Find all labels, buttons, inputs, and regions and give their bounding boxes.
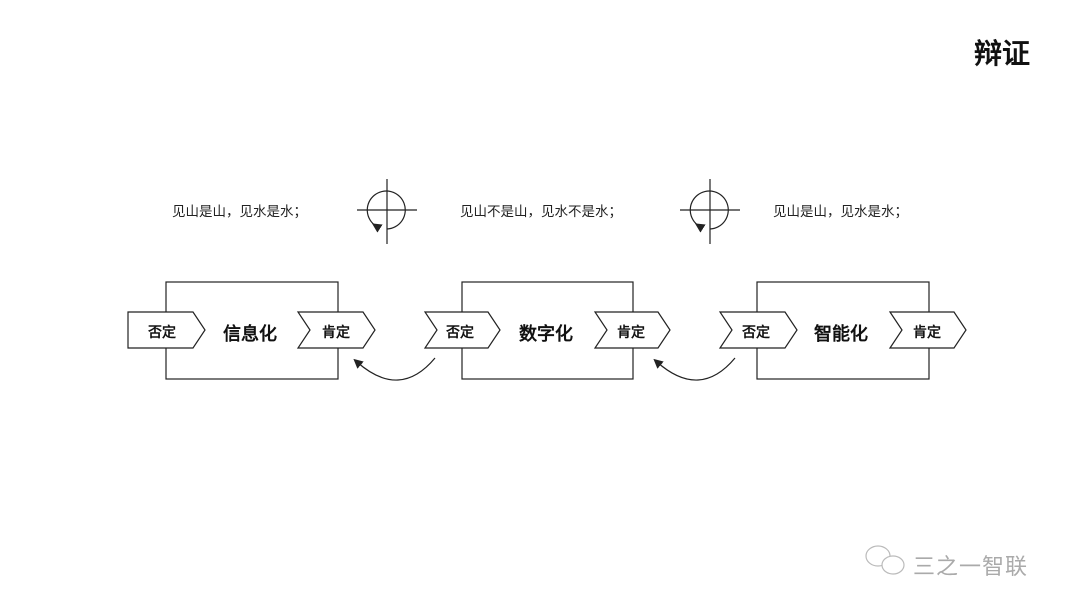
affirmation-label-2: 肯定 [617,325,645,341]
stage-name-1: 信息化 [223,324,277,345]
chevron-out-1 [296,311,376,349]
phrase-3: 见山是山，见水是水； [773,204,908,220]
chevron-in-3 [718,311,798,349]
chevron-out-2 [593,311,671,349]
affirmation-label-3: 肯定 [913,325,941,341]
phrase-1: 见山是山，见水是水； [172,204,307,220]
affirmation-label-1: 肯定 [322,325,350,341]
negation-label-2: 否定 [446,325,474,341]
curved-arrow-1 [353,357,436,381]
stage-name-2: 数字化 [519,324,573,345]
watermark: 三之一智联 [913,555,1029,580]
page-title: 辩证 [974,37,1031,70]
chevron-out-3 [888,311,967,349]
phrase-2: 见山不是山，见水不是水； [460,204,622,220]
negation-label-1: 否定 [148,325,176,341]
cycle-icon-2 [680,179,740,244]
curved-arrow-2 [653,357,736,381]
stage-name-3: 智能化 [814,324,868,345]
negation-label-3: 否定 [742,325,770,341]
cycle-icon-1 [357,179,417,244]
chevron-in-1 [127,311,206,349]
wechat-icon [865,545,905,575]
chevron-in-2 [423,311,501,349]
